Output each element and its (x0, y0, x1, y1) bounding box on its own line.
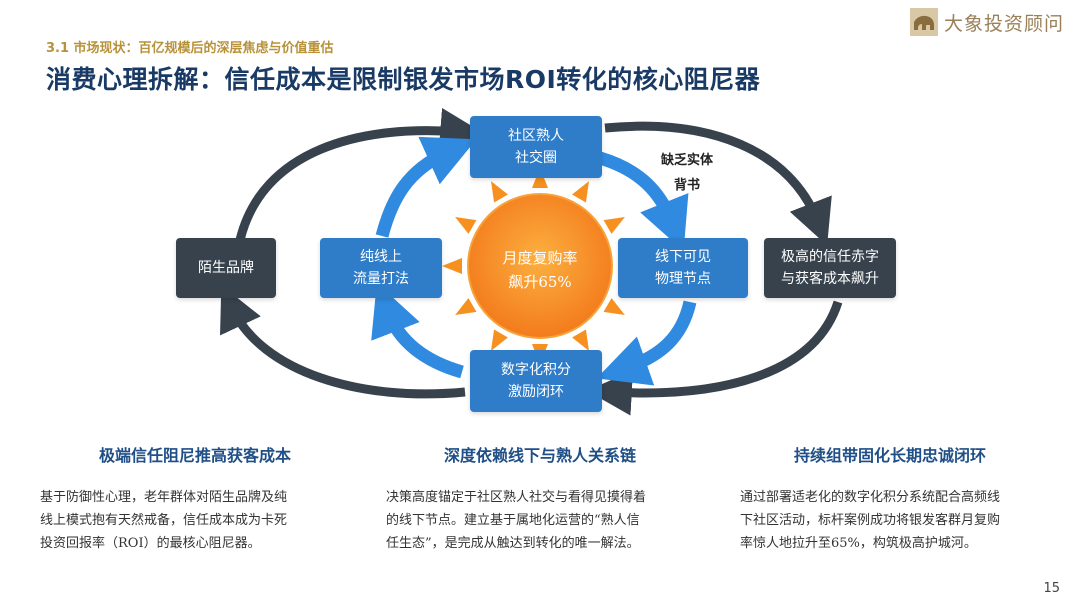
column-3-line: 通过部署适老化的数字化积分系统配合高频线 (740, 490, 1001, 505)
arc-left-top (235, 107, 486, 242)
section-label: 3.1 市场现状：百亿规模后的深层焦虑与价值重估 (46, 41, 334, 56)
box-offline-node: 线下可见 物理节点 (618, 238, 748, 298)
arc-inner-bottom-right (596, 300, 697, 386)
box-community-line1: 社区熟人 (508, 128, 564, 144)
box-digital-line1: 数字化积分 (501, 362, 571, 378)
column-3-line: 率惊人地拉升至65%，构筑极高护城河。 (740, 536, 977, 551)
column-2-line: 任生态”，是完成从触达到转化的唯一解法。 (386, 536, 640, 551)
column-3-body: 通过部署适老化的数字化积分系统配合高频线 下社区活动，标杆案例成功将银发客群月复… (740, 486, 1070, 555)
column-2-heading: 深度依赖线下与熟人关系链 (443, 446, 636, 465)
box-trust-line1: 极高的信任赤字 (781, 249, 879, 265)
box-community-line2: 社交圈 (515, 150, 557, 166)
arc-inner-top-right (598, 151, 689, 251)
page-title: 消费心理拆解：信任成本是限制银发市场ROI转化的核心阻尼器 (46, 65, 761, 94)
box-offline-line2: 物理节点 (655, 271, 711, 287)
brand-name: 大象投资顾问 (943, 12, 1064, 35)
column-2-line: 的线下节点。建立基于属地化运营的“熟人信 (386, 513, 640, 528)
column-3-heading: 持续组带固化长期忠诚闭环 (793, 446, 986, 465)
box-offline-line1: 线下可见 (655, 249, 711, 265)
column-1-heading: 极端信任阻尼推高获客成本 (98, 446, 291, 465)
sun-label-line2: 飙升65% (508, 273, 572, 291)
box-online-line2: 流量打法 (353, 271, 409, 287)
brand: 大象投资顾问 (909, 6, 1064, 38)
sun-label-line1: 月度复购率 (502, 249, 578, 267)
note-line2: 背书 (673, 178, 700, 193)
box-unfamiliar-brand: 陌生品牌 (176, 238, 276, 298)
column-3-line: 下社区活动，标杆案例成功将银发客群月复购 (740, 513, 1001, 528)
arc-inner-top-left (375, 136, 477, 238)
arc-inner-bottom-left (371, 282, 464, 379)
column-1-line: 线上模式抱有天然戒备，信任成本成为卡死 (40, 513, 288, 528)
box-trust-line2: 与获客成本飙升 (781, 271, 879, 287)
box-online-traffic: 纯线上 流量打法 (320, 238, 442, 298)
column-1-line: 基于防御性心理，老年群体对陌生品牌及纯 (40, 490, 288, 505)
column-2-line: 决策高度锚定于社区熟人社交与看得见摸得着 (386, 490, 647, 505)
column-2-body: 决策高度锚定于社区熟人社交与看得见摸得着 的线下节点。建立基于属地化运营的“熟人… (386, 486, 716, 555)
page-number: 15 (1043, 581, 1060, 596)
note-lack-endorsement: 缺乏实体 背书 (650, 148, 724, 198)
elephant-logo-icon (909, 8, 938, 36)
arc-right-bottom (586, 300, 843, 416)
box-unfamiliar-brand-label: 陌生品牌 (198, 260, 254, 276)
sun-label: 月度复购率 飙升65% (472, 238, 608, 302)
box-online-line1: 纯线上 (360, 249, 402, 265)
arc-bottom-left (220, 285, 466, 399)
arc-top-right (604, 121, 832, 246)
column-1-body: 基于防御性心理，老年群体对陌生品牌及纯 线上模式抱有天然戒备，信任成本成为卡死 … (40, 486, 360, 555)
box-community-social: 社区熟人 社交圈 (470, 116, 602, 178)
box-trust-deficit: 极高的信任赤字 与获客成本飙升 (764, 238, 896, 298)
column-1-line: 投资回报率（ROI）的最核心阻尼器。 (40, 536, 261, 551)
box-digital-points: 数字化积分 激励闭环 (470, 350, 602, 412)
note-line1: 缺乏实体 (660, 153, 713, 168)
box-digital-line2: 激励闭环 (508, 384, 564, 400)
